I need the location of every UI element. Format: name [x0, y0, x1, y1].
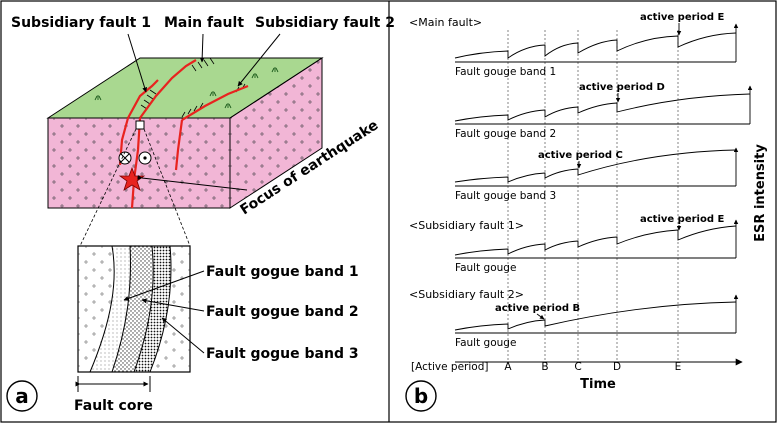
trace-3-annotation: active period C — [538, 150, 623, 161]
panel-b-tag: b — [414, 384, 428, 408]
trace-5-label: Fault gouge — [455, 337, 516, 349]
period-e: E — [675, 361, 682, 373]
period-gridlines — [507, 30, 679, 360]
main-fault-trace — [139, 59, 197, 119]
label-leaders — [127, 33, 281, 191]
panel-a: Subsidiary fault 1 Main fault Subsidiary… — [6, 15, 395, 414]
panel-a-badge — [6, 380, 38, 412]
sub2-header: <Subsidiary fault 2> — [409, 288, 524, 301]
label-fault-core: Fault core — [74, 398, 153, 414]
sample-box — [135, 120, 145, 130]
label-subsidiary-fault-1: Subsidiary fault 1 — [11, 15, 151, 31]
trace-sub2: Fault gouge active period B — [454, 294, 739, 349]
label-main-fault: Main fault — [164, 15, 244, 31]
panel-a-tag: a — [15, 384, 29, 408]
trace-sub1: Fault gouge active period E — [454, 214, 739, 274]
label-band-1: Fault gogue band 1 — [206, 264, 359, 280]
subsidiary-fault-2-trace — [181, 84, 249, 121]
label-subsidiary-fault-2: Subsidiary fault 2 — [255, 15, 395, 31]
subsidiary-fault-2-plane — [174, 119, 184, 171]
grass-marks — [94, 67, 279, 109]
active-period-label: [Active period] — [411, 361, 488, 373]
trace-4-annotation: active period E — [640, 214, 724, 225]
trace-2-annotation: active period D — [579, 82, 665, 93]
block-top-face — [48, 58, 322, 118]
trace-4-label: Fault gouge — [455, 262, 516, 274]
period-a: A — [504, 361, 512, 373]
fault-block — [46, 57, 324, 209]
trace-1-label: Fault gouge band 1 — [455, 66, 556, 78]
trace-band-1: Fault gouge band 1 active period E — [454, 12, 739, 78]
trace-5-annotation: active period B — [495, 303, 580, 314]
label-band-3: Fault gogue band 3 — [206, 346, 359, 362]
main-fault-plane — [130, 117, 142, 209]
scarp-hatches — [140, 57, 246, 118]
panel-b-badge — [405, 380, 437, 412]
y-axis-label: ESR intensity — [753, 144, 768, 242]
trace-band-3: Fault gouge band 3 active period C — [454, 147, 739, 202]
trace-band-2: Fault gouge band 2 active period D — [454, 82, 753, 140]
fault-core-arrow — [75, 376, 151, 392]
fault-core-inset — [77, 245, 191, 373]
trace-1-annotation: active period E — [640, 12, 724, 23]
label-band-2: Fault gogue band 2 — [206, 304, 359, 320]
slip-out-symbol — [138, 151, 152, 165]
trace-3-label: Fault gouge band 3 — [455, 190, 556, 202]
panel-b: <Main fault> Fault gouge band 1 active p… — [405, 12, 768, 412]
period-d: D — [613, 361, 621, 373]
main-fault-header: <Main fault> — [409, 16, 482, 29]
zoom-lines — [79, 128, 191, 247]
band-leaders — [123, 270, 205, 354]
sub1-header: <Subsidiary fault 1> — [409, 219, 524, 232]
period-b: B — [541, 361, 548, 373]
period-c: C — [574, 361, 581, 373]
trace-2-label: Fault gouge band 2 — [455, 128, 556, 140]
slip-into-symbol — [118, 151, 132, 165]
x-axis-label: Time — [580, 377, 616, 392]
